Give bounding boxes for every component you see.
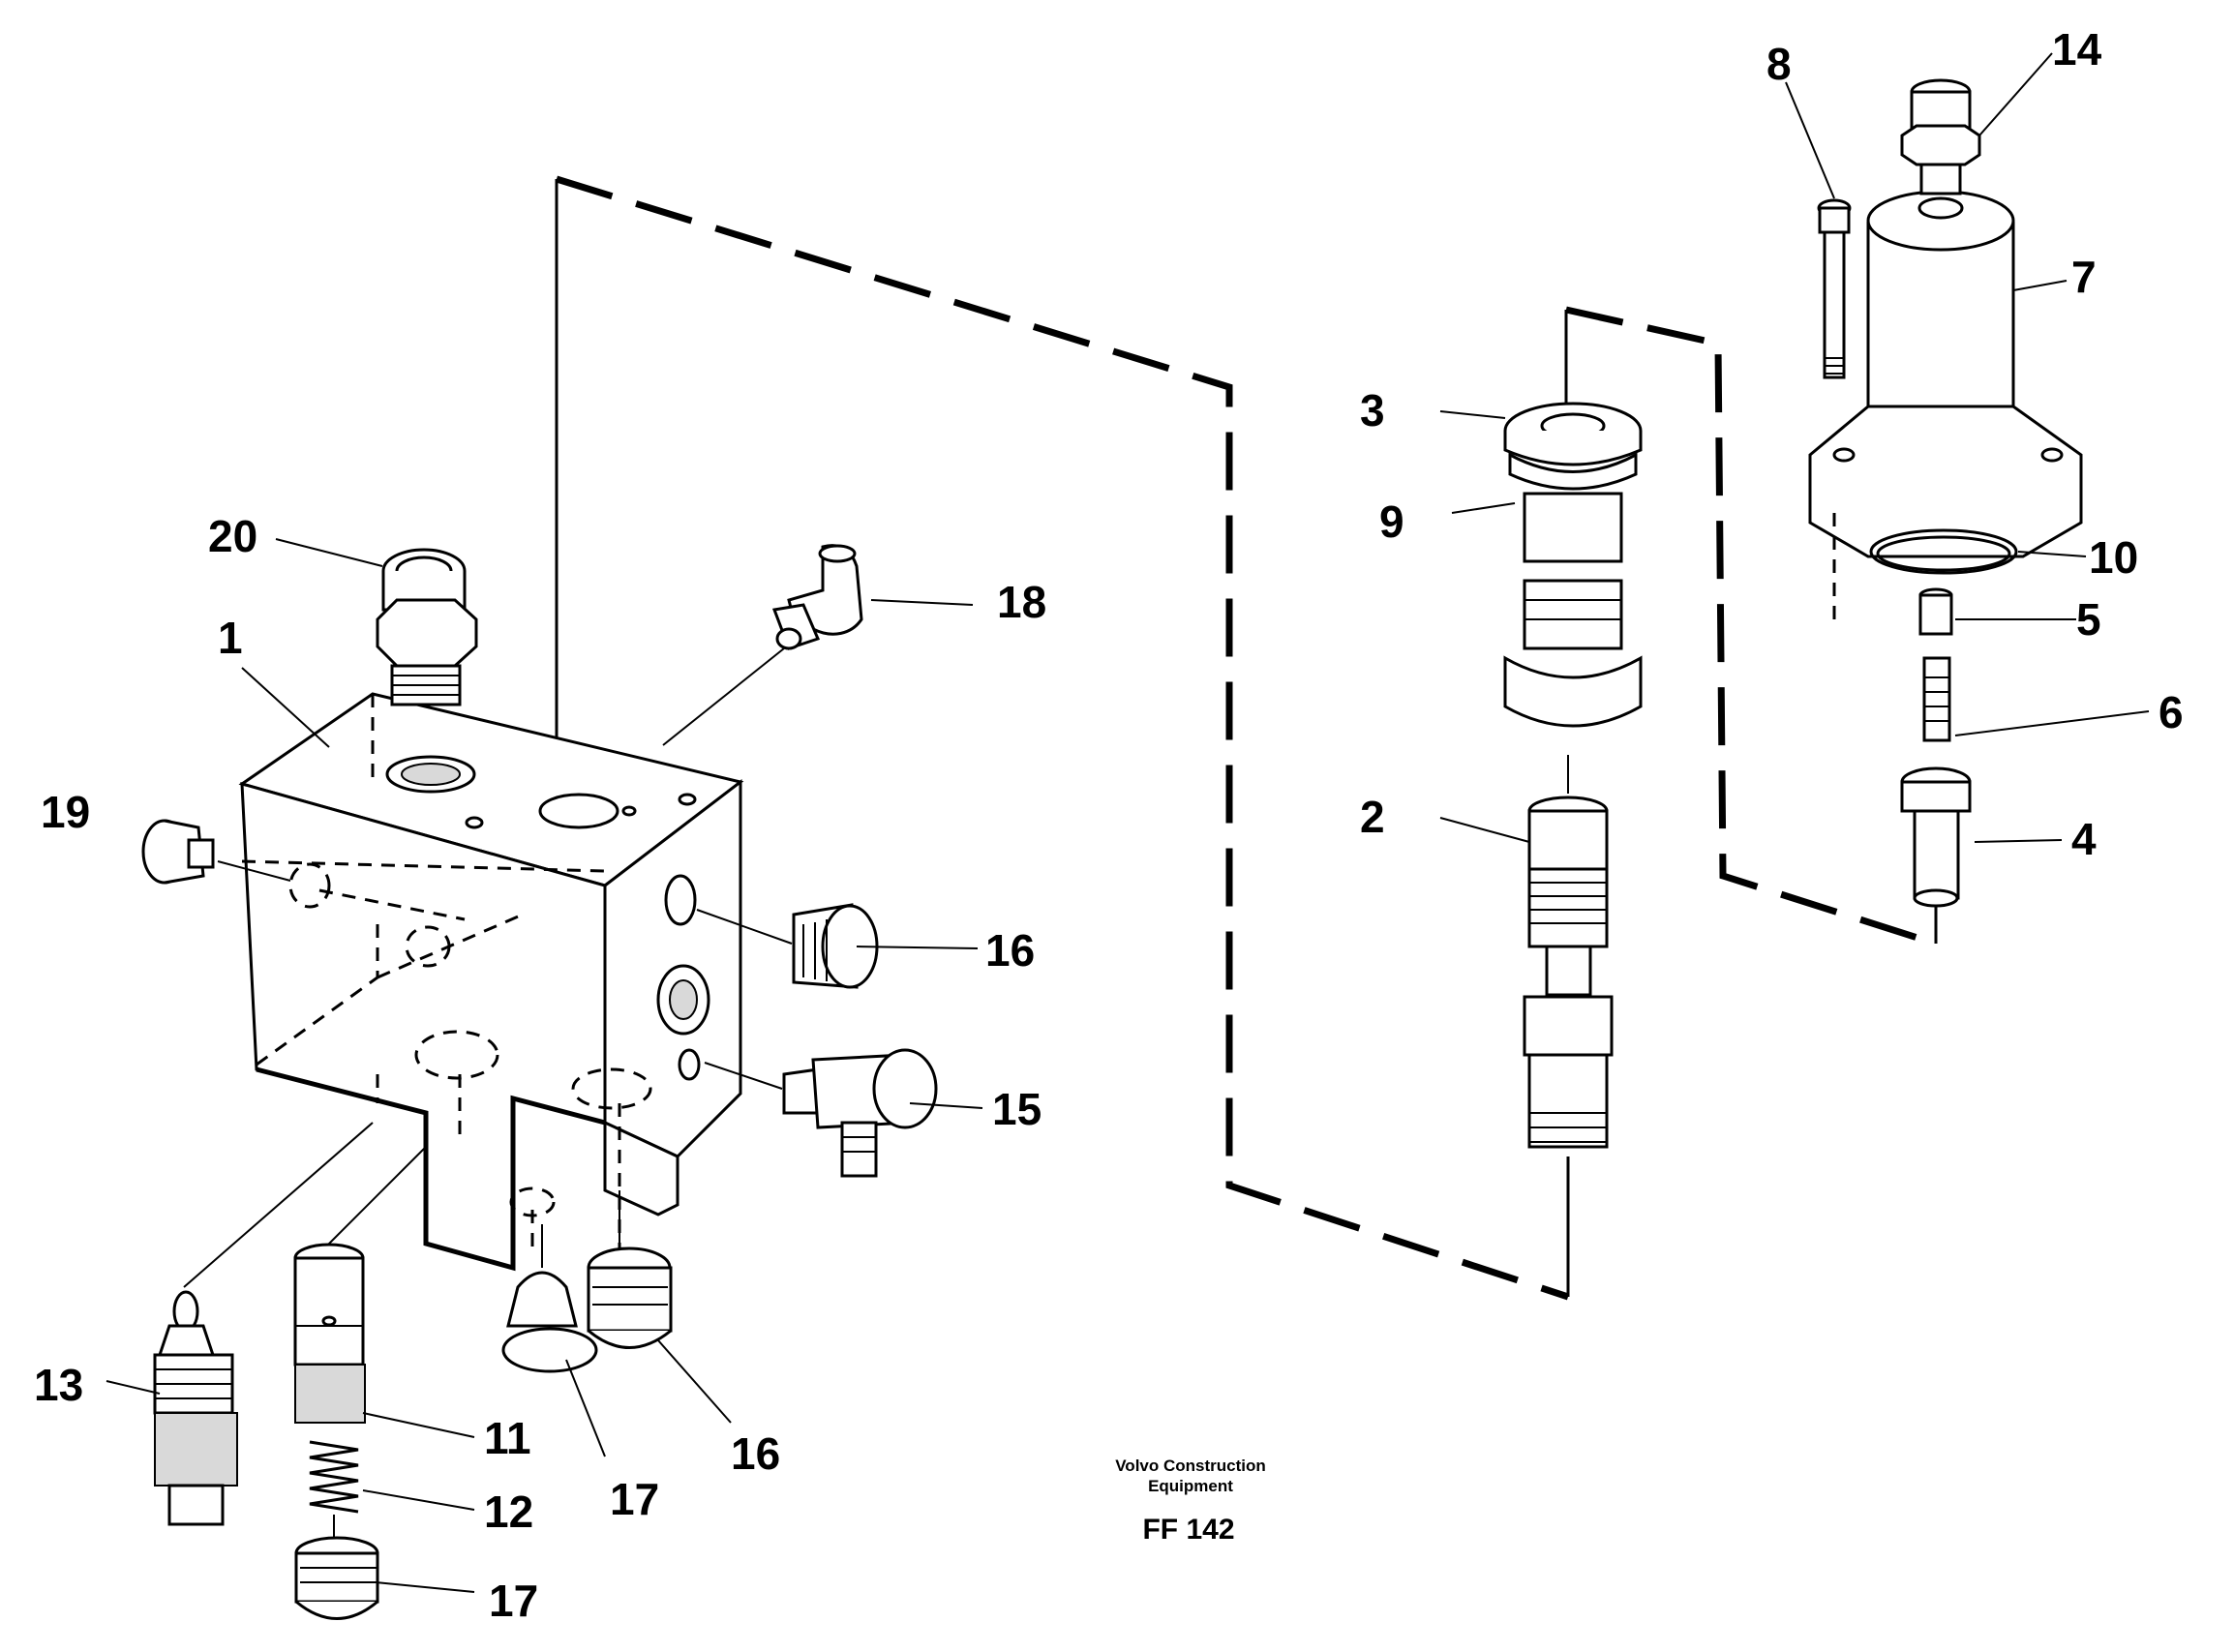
valve-11-stack <box>293 1146 427 1620</box>
callout-16-right: 16 <box>985 925 1035 976</box>
callout-11: 11 <box>484 1413 531 1463</box>
cover-7 <box>1808 190 2083 629</box>
callout-15: 15 <box>992 1084 1042 1134</box>
cartridge-top-3-9 <box>1503 402 1643 794</box>
elbow-fitting-18 <box>662 544 863 746</box>
assembly-dashed-path <box>555 175 1938 1301</box>
callout-6: 6 <box>2159 687 2184 737</box>
brand-line-2: Equipment <box>1148 1477 1233 1495</box>
callout-labels: 1 2 3 4 5 6 7 8 9 10 11 12 13 14 15 16 1… <box>34 24 2184 1626</box>
bolt-8 <box>1817 198 1852 379</box>
callout-5: 5 <box>2076 594 2101 645</box>
callout-20: 20 <box>208 511 257 561</box>
spool-2 <box>1523 796 1614 1149</box>
figure-footer: Volvo Construction Equipment FF 142 <box>1115 1457 1266 1546</box>
callout-9: 9 <box>1379 496 1404 547</box>
callout-1: 1 <box>218 613 243 663</box>
callout-13: 13 <box>34 1360 83 1410</box>
valve-13 <box>153 1122 374 1526</box>
callout-4: 4 <box>2071 814 2097 864</box>
callout-18: 18 <box>997 577 1046 627</box>
fitting-20 <box>376 548 478 706</box>
callout-3: 3 <box>1360 385 1385 436</box>
plug-16-bottom <box>587 1190 673 1349</box>
callout-17-bottom: 17 <box>610 1474 659 1524</box>
plug-17-bottom <box>501 1224 598 1373</box>
callout-17-left: 17 <box>489 1576 538 1626</box>
callout-8: 8 <box>1766 39 1792 89</box>
plug-16-right <box>696 903 879 989</box>
banjo-fitting-15 <box>704 1048 938 1178</box>
callout-12: 12 <box>484 1487 533 1537</box>
oring-10 <box>1869 528 2018 575</box>
callout-14: 14 <box>2052 24 2102 75</box>
plug-19 <box>141 819 291 885</box>
figure-code: FF 142 <box>1142 1514 1234 1546</box>
callout-10: 10 <box>2089 532 2138 583</box>
poppet-5-6-4 <box>1900 587 1972 908</box>
callout-7: 7 <box>2071 252 2097 302</box>
callout-19: 19 <box>41 787 90 837</box>
callout-2: 2 <box>1360 792 1385 842</box>
leader-lines <box>106 52 2150 1593</box>
callout-16-bottom: 16 <box>731 1428 780 1479</box>
fitting-14 <box>1900 78 1981 195</box>
brand-line-1: Volvo Construction <box>1115 1457 1266 1475</box>
valve-block <box>238 692 744 1277</box>
spring-12 <box>309 1440 359 1514</box>
